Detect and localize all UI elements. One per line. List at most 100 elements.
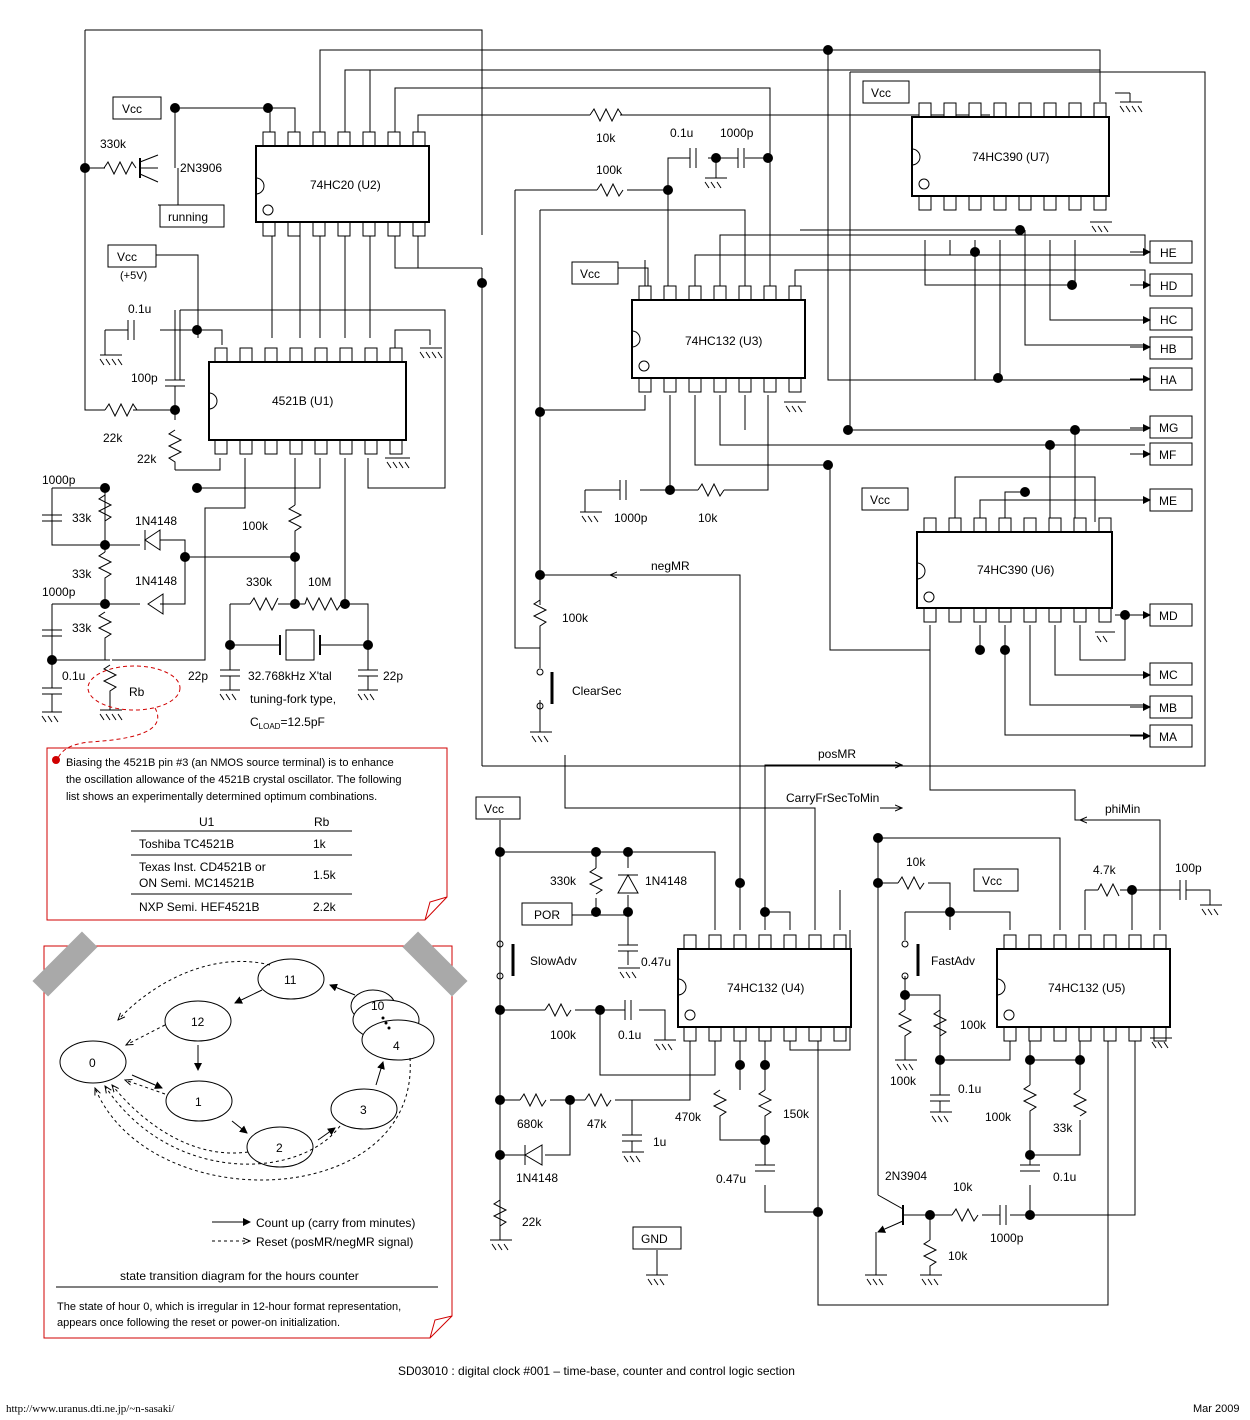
svg-text:MD: MD (1159, 609, 1178, 623)
svg-text:33k: 33k (72, 567, 92, 581)
state-3: 3 (360, 1103, 367, 1117)
rb-callout (57, 665, 181, 759)
svg-text:100k: 100k (890, 1074, 917, 1088)
state-4: 4 (393, 1039, 400, 1053)
svg-text:100k: 100k (960, 1018, 987, 1032)
state-diagram-caption: state transition diagram for the hours c… (120, 1269, 359, 1283)
footer-url[interactable]: http://www.uranus.dti.ne.jp/~n-sasaki/ (6, 1403, 175, 1415)
svg-text:22p: 22p (188, 669, 208, 683)
state-12: 12 (191, 1015, 205, 1029)
svg-text:22k: 22k (103, 431, 123, 445)
svg-text:10k: 10k (948, 1249, 968, 1263)
state-2: 2 (276, 1141, 283, 1155)
output-me: ME (1149, 488, 1193, 512)
svg-text:Texas Inst. CD4521B or: Texas Inst. CD4521B or (139, 860, 266, 874)
u3-label: 74HC132 (U3) (685, 334, 762, 348)
switches (496, 648, 920, 995)
svg-text:33k: 33k (72, 511, 92, 525)
legend-dashed: Reset (posMR/negMR signal) (256, 1235, 413, 1249)
por-label: POR (534, 908, 560, 922)
svg-text:100k: 100k (985, 1110, 1012, 1124)
svg-text:MA: MA (1159, 730, 1177, 744)
svg-text:HC: HC (1160, 313, 1178, 327)
svg-text:10k: 10k (596, 131, 616, 145)
svg-text:150k: 150k (783, 1107, 810, 1121)
svg-text:2.2k: 2.2k (313, 900, 337, 914)
svg-text:22p: 22p (383, 669, 403, 683)
svg-text:HA: HA (1160, 373, 1177, 387)
svg-text:10k: 10k (698, 511, 718, 525)
svg-text:ON Semi. MC14521B: ON Semi. MC14521B (139, 876, 254, 890)
svg-text:4.7k: 4.7k (1093, 863, 1117, 877)
output-hd: HD (1149, 273, 1193, 297)
svg-text:22k: 22k (137, 452, 157, 466)
svg-text:MC: MC (1159, 668, 1178, 682)
ic-u6: 74HC390 (U6) (916, 517, 1113, 623)
svg-text:680k: 680k (517, 1117, 544, 1131)
negmr-label: negMR (651, 559, 690, 573)
svg-text:The state of hour 0, which is: The state of hour 0, which is irregular … (57, 1301, 401, 1313)
junction-dots (47, 45, 1137, 1220)
svg-text:0.1u: 0.1u (62, 669, 85, 683)
output-mg: MG (1149, 415, 1193, 439)
svg-text:1N4148: 1N4148 (135, 514, 177, 528)
state-diagram: 11 12 0 1 2 3 10 4 Count up (carry from … (32, 931, 468, 1339)
svg-text:1000p: 1000p (720, 126, 754, 140)
output-ma: MA (1149, 724, 1193, 748)
output-mf: MF (1149, 442, 1193, 466)
state-11: 11 (284, 973, 297, 987)
clearsec-label: ClearSec (572, 684, 621, 698)
diodes (144, 529, 639, 1166)
svg-text:1N4148: 1N4148 (645, 874, 687, 888)
posmr-label: posMR (818, 747, 856, 761)
svg-text:ME: ME (1159, 494, 1177, 508)
state-10: 10 (371, 999, 385, 1013)
u2-label: 74HC20 (U2) (310, 178, 381, 192)
note-box: Biasing the 4521B pin #3 (an NMOS source… (46, 747, 448, 921)
legend-solid: Count up (carry from minutes) (256, 1216, 415, 1230)
svg-text:0.1u: 0.1u (958, 1082, 981, 1096)
svg-text:1000p: 1000p (990, 1231, 1024, 1245)
ic-u3: 74HC132 (U3) (631, 285, 806, 393)
svg-text:0.1u: 0.1u (670, 126, 693, 140)
svg-text:1.5k: 1.5k (313, 868, 337, 882)
page-title: SD03010 : digital clock #001 – time-base… (398, 1364, 795, 1378)
ic-u5: 74HC132 (U5) (996, 934, 1171, 1042)
vcc-label: Vcc (580, 267, 600, 281)
wiring (51, 29, 1211, 1306)
svg-text:the oscillation allowance of t: the oscillation allowance of the 4521B c… (66, 774, 401, 786)
gnd-label: GND (641, 1232, 668, 1246)
component-labels: 330k 2N3906 0.1u 100p 22k 22k 1000p 33k … (42, 126, 1202, 1263)
svg-text:list shows an experimentally d: list shows an experimentally determined … (66, 791, 377, 803)
ic-u1: 4521B (U1) (208, 347, 407, 455)
u4-label: 74HC132 (U4) (727, 981, 804, 995)
svg-text:10k: 10k (906, 855, 926, 869)
vcc-label: Vcc (484, 802, 504, 816)
svg-text:1k: 1k (313, 837, 327, 851)
svg-text:10k: 10k (953, 1180, 973, 1194)
slowadv-label: SlowAdv (530, 954, 577, 968)
u7-label: 74HC390 (U7) (972, 150, 1049, 164)
table-header-u1: U1 (199, 815, 215, 829)
vcc-label: Vcc (122, 102, 142, 116)
svg-text:0.1u: 0.1u (1053, 1170, 1076, 1184)
svg-text:100k: 100k (562, 611, 589, 625)
svg-text:100k: 100k (550, 1028, 577, 1042)
label-boxes: Vcc Vcc (+5V) running Vcc Vcc Vcc Vcc Vc… (107, 80, 1193, 1250)
svg-text:330k: 330k (100, 137, 127, 151)
svg-text:22k: 22k (522, 1215, 542, 1229)
fastadv-label: FastAdv (931, 954, 975, 968)
state-1: 1 (195, 1095, 202, 1109)
output-arrows (610, 248, 1151, 820)
output-md: MD (1149, 603, 1193, 627)
svg-text:100k: 100k (596, 163, 623, 177)
svg-text:100k: 100k (242, 519, 269, 533)
running-label: running (168, 210, 208, 224)
svg-text:33k: 33k (72, 621, 92, 635)
svg-text:Biasing the 4521B pin #3 (an N: Biasing the 4521B pin #3 (an NMOS source… (66, 757, 394, 769)
output-hb: HB (1149, 336, 1193, 360)
state-0: 0 (89, 1056, 96, 1070)
crystal (279, 629, 321, 661)
q2-label: 2N3904 (885, 1169, 927, 1183)
